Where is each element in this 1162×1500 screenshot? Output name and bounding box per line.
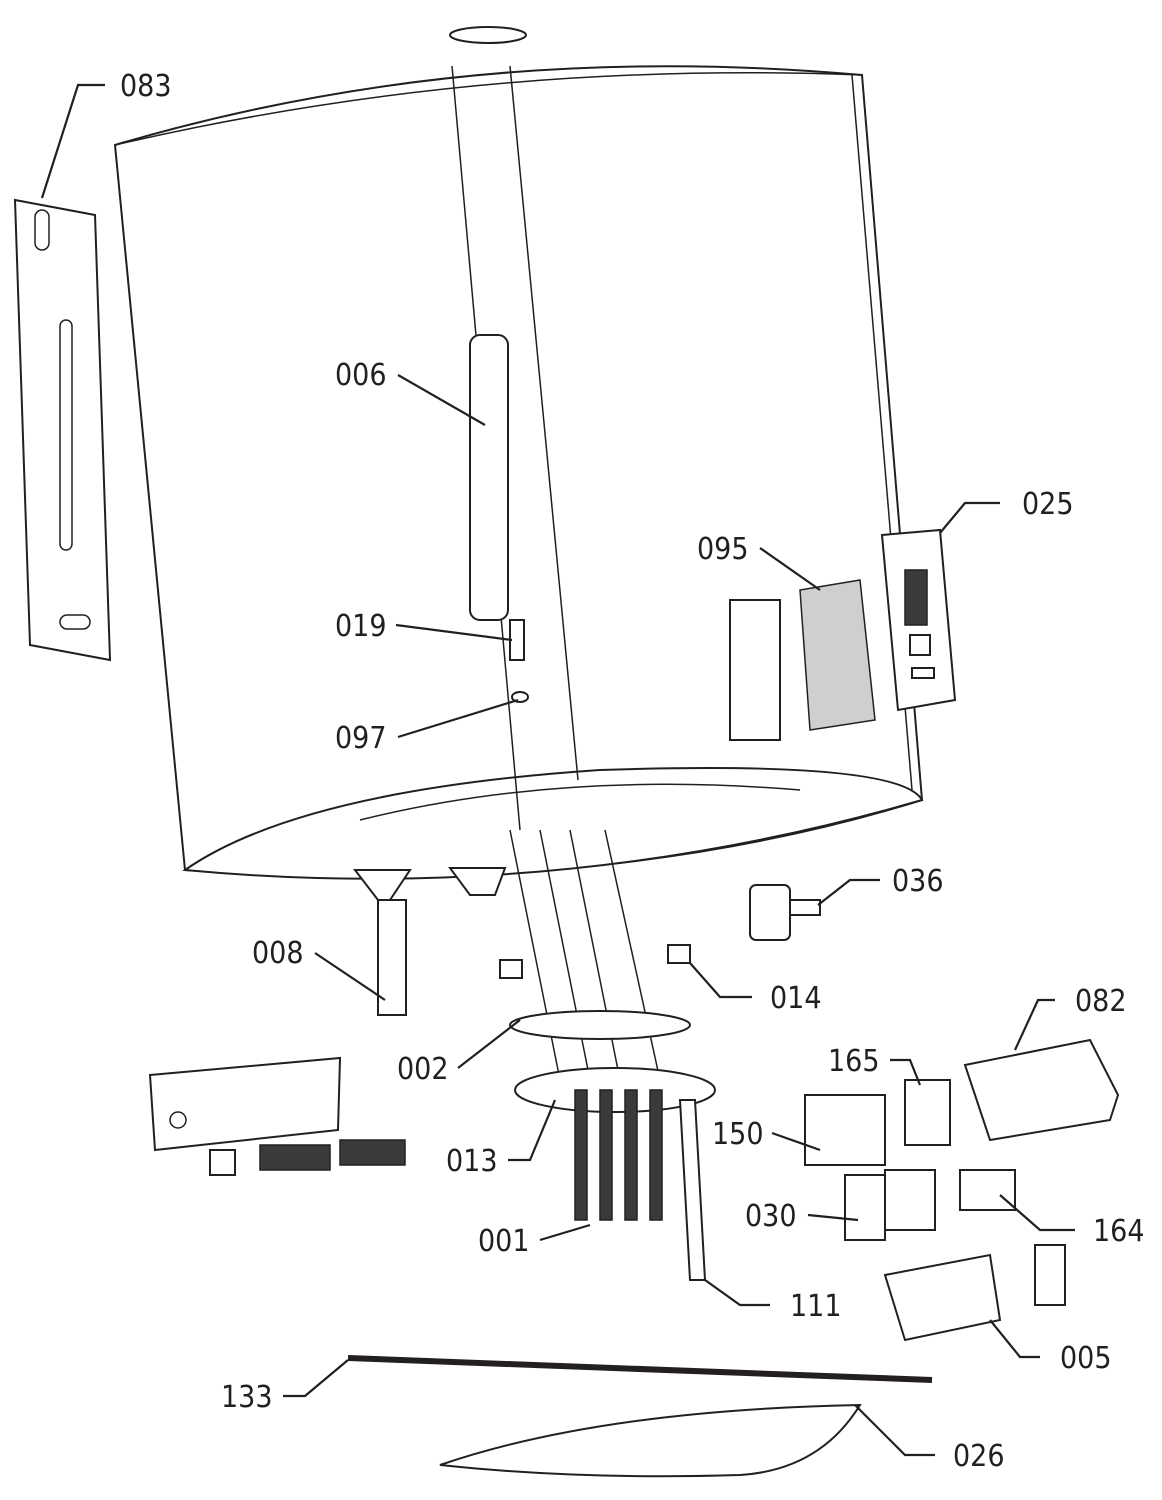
label-006: 006: [335, 358, 387, 393]
label-111: 111: [790, 1289, 842, 1324]
label-164: 164: [1093, 1214, 1145, 1249]
inlet-pipe: [352, 867, 507, 1016]
label-014: 014: [770, 981, 822, 1016]
label-025: 025: [1022, 487, 1074, 522]
part-labels: 083 006 019 097 095 025 036 008 014 002 …: [120, 69, 1145, 1474]
label-002: 002: [397, 1052, 449, 1087]
label-019: 019: [335, 609, 387, 644]
cable: [347, 1355, 933, 1383]
leader-lines: [40, 83, 1075, 1457]
label-082: 082: [1075, 984, 1127, 1019]
label-036: 036: [892, 864, 944, 899]
label-013: 013: [446, 1144, 498, 1179]
clip: [499, 959, 523, 979]
electronics-bracket: [963, 1038, 1120, 1142]
relay-assembly: [804, 1079, 1066, 1342]
display-panel: [880, 528, 957, 712]
label-165: 165: [828, 1044, 880, 1079]
terminal-bracket: [148, 1056, 406, 1176]
label-026: 026: [953, 1439, 1005, 1474]
label-005: 005: [1060, 1341, 1112, 1376]
bottom-cover: [439, 1403, 862, 1478]
heating-element-assembly: [509, 829, 716, 1281]
label-133: 133: [221, 1380, 273, 1415]
label-083: 083: [120, 69, 172, 104]
label-030: 030: [745, 1199, 797, 1234]
label-095: 095: [697, 532, 749, 567]
safety-valve: [749, 884, 821, 941]
label-097: 097: [335, 721, 387, 756]
label-008: 008: [252, 936, 304, 971]
label-150: 150: [712, 1117, 764, 1152]
water-heater-tank: [113, 26, 924, 880]
label-001: 001: [478, 1224, 530, 1259]
control-pcb: [729, 579, 876, 741]
wall-bracket: [13, 198, 112, 662]
clip: [667, 944, 691, 964]
